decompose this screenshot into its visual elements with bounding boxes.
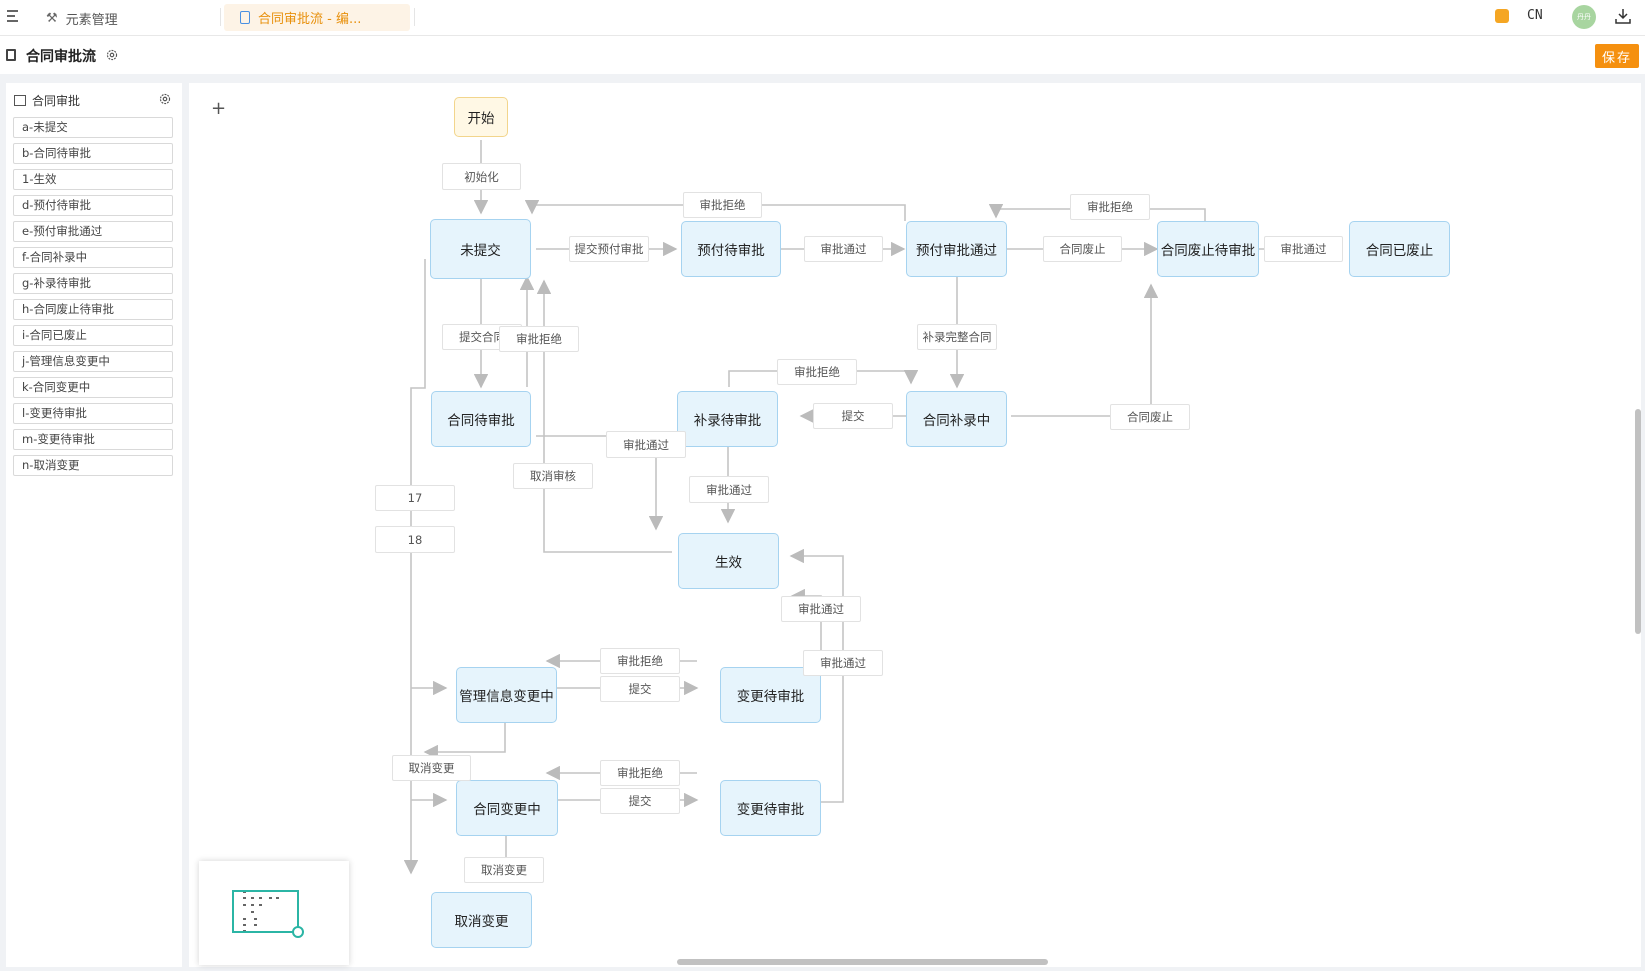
tab-elements-label: 元素管理 [65,12,118,28]
edge-label[interactable]: 合同废止 [1110,404,1190,430]
node-supplementing[interactable]: 合同补录中 [906,391,1007,447]
edge-label[interactable]: 审批拒绝 [499,326,579,352]
elements-icon: ⚒ [46,10,58,26]
save-button[interactable]: 保存 [1595,44,1639,68]
edge-label[interactable]: 初始化 [442,163,521,190]
minimap-resize-handle[interactable] [292,926,304,938]
horizontal-scrollbar[interactable] [677,959,1048,965]
settings-icon[interactable] [158,92,172,106]
edge-label[interactable]: 提交预付审批 [569,236,649,262]
edge-label[interactable]: 审批拒绝 [683,192,762,218]
edge-label[interactable]: 审批通过 [803,650,883,676]
settings-icon[interactable] [105,48,119,62]
minimap[interactable] [199,861,349,965]
node-effective[interactable]: 生效 [678,533,779,589]
node-prepay-pending[interactable]: 预付待审批 [681,221,781,277]
edge-label[interactable]: 取消变更 [464,857,544,883]
flow-canvas[interactable]: + [189,83,1641,967]
tab-elements[interactable]: ⚒ 元素管理 [46,4,206,32]
state-item[interactable]: n-取消变更 [13,455,173,476]
add-icon[interactable]: + [211,98,227,119]
state-item[interactable]: a-未提交 [13,117,173,138]
edge-cancel-review[interactable] [536,279,672,553]
state-item[interactable]: 1-生效 [13,169,173,190]
edge-label[interactable]: 提交 [600,676,680,702]
document-icon [6,49,16,61]
tab-contract-flow[interactable]: 合同审批流 - 编... [224,4,410,31]
state-item[interactable]: f-合同补录中 [13,247,173,268]
edge-label[interactable]: 取消审核 [513,463,593,489]
node-start[interactable]: 开始 [454,97,508,137]
menu-icon[interactable] [6,8,22,24]
page-title: 合同审批流 [26,49,96,65]
edges-layer [403,140,1331,875]
document-icon [240,11,250,24]
edge-label[interactable]: 审批通过 [804,236,883,262]
node-prepay-approved[interactable]: 预付审批通过 [906,221,1007,277]
edge-label[interactable]: 审批拒绝 [777,359,857,385]
edge-label[interactable]: 审批拒绝 [600,648,680,674]
edge-left-bus[interactable] [403,259,426,875]
state-item[interactable]: m-变更待审批 [13,429,173,450]
tab-active-label: 合同审批流 - 编... [258,12,362,27]
top-bar: ⚒ 元素管理 合同审批流 - 编... CN 丹丹 [0,0,1645,36]
state-item[interactable]: j-管理信息变更中 [13,351,173,372]
state-item[interactable]: h-合同废止待审批 [13,299,173,320]
node-change-pending-2[interactable]: 变更待审批 [720,780,821,836]
node-mgmt-changing[interactable]: 管理信息变更中 [456,667,557,723]
node-contract-changing[interactable]: 合同变更中 [456,780,558,836]
state-item[interactable]: d-预付待审批 [13,195,173,216]
state-item[interactable]: b-合同待审批 [13,143,173,164]
language-switch[interactable]: CN [1527,8,1543,23]
state-item[interactable]: g-补录待审批 [13,273,173,294]
tab-divider [414,8,415,26]
state-panel: 合同审批 a-未提交 b-合同待审批 1-生效 d-预付待审批 e-预付审批通过… [6,83,182,967]
tab-divider [220,8,221,26]
node-voided[interactable]: 合同已废止 [1349,221,1450,277]
state-item[interactable]: i-合同已废止 [13,325,173,346]
avatar[interactable]: 丹丹 [1572,5,1596,29]
state-item[interactable]: k-合同变更中 [13,377,173,398]
minimap-viewport[interactable] [232,890,299,933]
list-icon [14,94,26,106]
edge-label[interactable]: 审批拒绝 [1070,194,1150,220]
download-icon[interactable] [1615,8,1631,24]
notification-icon[interactable] [1495,9,1509,23]
edge-label[interactable]: 审批通过 [689,476,769,503]
node-contract-pending[interactable]: 合同待审批 [431,391,531,447]
edge-cancel-change-1[interactable] [423,717,506,760]
panel-title: 合同审批 [32,93,81,108]
edge-label[interactable]: 取消变更 [392,755,471,781]
title-bar: 合同审批流 保存 [0,36,1645,74]
node-change-pending-1[interactable]: 变更待审批 [720,667,821,723]
edge-label[interactable]: 18 [375,526,455,553]
edge-label[interactable]: 17 [375,485,455,511]
state-item[interactable]: e-预付审批通过 [13,221,173,242]
panel-header: 合同审批 [14,91,174,109]
edge-void-2[interactable] [1011,283,1159,417]
edge-label[interactable]: 提交 [813,403,893,429]
edge-label[interactable]: 审批通过 [606,431,686,458]
edge-label[interactable]: 审批通过 [781,596,861,622]
vertical-scrollbar[interactable] [1635,409,1641,634]
edge-label[interactable]: 审批拒绝 [600,760,680,786]
edge-label[interactable]: 提交 [600,788,680,814]
edge-label[interactable]: 合同废止 [1043,236,1122,262]
edge-approve-change-2[interactable] [789,548,844,803]
node-cancel-change[interactable]: 取消变更 [431,892,532,948]
edge-label[interactable]: 补录完整合同 [917,324,997,350]
state-item[interactable]: l-变更待审批 [13,403,173,424]
node-supplement-pending[interactable]: 补录待审批 [677,391,778,447]
node-unsubmitted[interactable]: 未提交 [430,219,531,279]
node-void-pending[interactable]: 合同废止待审批 [1157,221,1259,277]
edge-label[interactable]: 审批通过 [1264,236,1343,262]
